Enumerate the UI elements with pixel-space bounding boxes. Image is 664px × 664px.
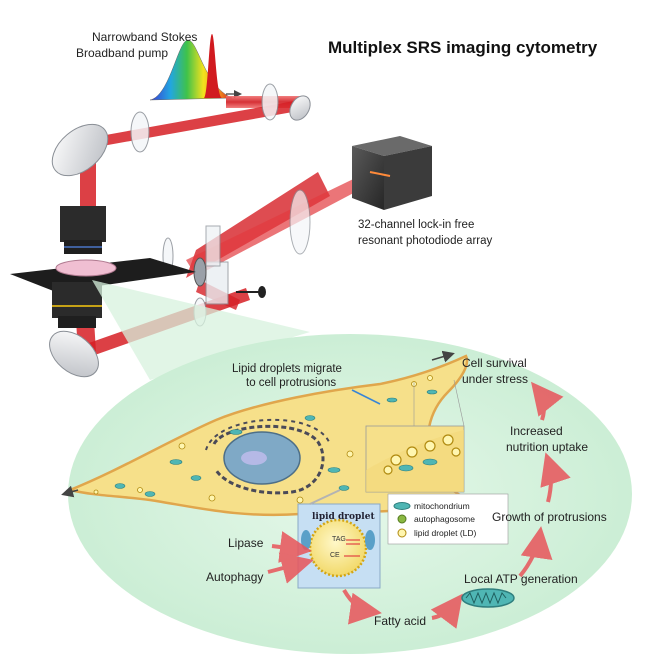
lens — [261, 83, 279, 121]
mirror — [49, 330, 99, 378]
arrow-autophagy — [267, 552, 314, 584]
nucleolus — [241, 451, 267, 465]
protrusion-droplets — [383, 434, 461, 475]
arrow-to-survival — [531, 381, 564, 421]
fatty-acid-label: Fatty acid — [374, 614, 427, 628]
legend-box — [387, 493, 509, 545]
upper-objective — [60, 206, 106, 242]
pump-label: Broadband pump — [76, 46, 169, 60]
autophagy-label: Autophagy — [206, 570, 264, 584]
lipase-label: Lipase — [228, 536, 264, 550]
arrow-to-mito — [430, 593, 463, 629]
nutrition-label-line1: Increased — [510, 424, 563, 438]
lipid-droplet-detail — [308, 518, 368, 578]
migrate-label-line1: Lipid droplets migrate — [232, 363, 342, 375]
narrowband-stokes-spectrum — [204, 34, 222, 98]
array-label-line2: resonant photodiode array — [358, 235, 493, 247]
grating — [205, 261, 229, 305]
page-title: Multiplex SRS imaging cytometry — [328, 38, 598, 57]
atp-label: Local ATP generation — [464, 572, 578, 586]
sample-dish — [55, 259, 117, 277]
arrow-to-fatty-acid — [342, 588, 382, 625]
nutrition-label-line2: nutrition uptake — [506, 440, 589, 454]
arrow-lipase — [271, 531, 312, 563]
legend-lipid-droplet: lipid droplet (LD) — [414, 528, 477, 538]
lens — [289, 189, 311, 255]
cell-lipid-droplets — [93, 375, 433, 504]
migrate-pointer — [351, 389, 381, 405]
stokes-label: Narrowband Stokes — [92, 30, 198, 44]
er-membrane — [212, 424, 325, 495]
beam-segment — [186, 168, 382, 276]
ld-legend-icon — [397, 528, 407, 538]
mirror — [51, 123, 109, 177]
photodiode-array-box-top — [352, 136, 432, 156]
legend-autophagosome: autophagosome — [414, 514, 475, 524]
survival-label-line1: Cell survival — [462, 356, 527, 370]
lens — [130, 111, 150, 153]
mitochondria-group — [114, 389, 438, 497]
survival-label-line2: under stress — [462, 372, 529, 386]
photodiode-array-box-front — [352, 146, 384, 210]
legend-mitochondrium: mitochondrium — [414, 501, 470, 511]
ce-label: CE — [330, 552, 340, 559]
lipid-droplet-title: lipid droplet — [312, 512, 375, 522]
arrow-to-nutrition — [540, 452, 571, 503]
pathway-arrows — [267, 381, 571, 629]
zoom-callout — [92, 280, 310, 380]
photodiode-array-box-side — [384, 146, 432, 210]
lower-objective — [52, 282, 102, 318]
tag-label: TAG — [332, 536, 346, 543]
mito-legend-icon — [393, 502, 411, 510]
migrate-label-line2: to cell protrusions — [246, 377, 337, 389]
beam-splitter — [205, 225, 221, 267]
growth-label: Growth of protrusions — [492, 510, 607, 524]
mirror — [289, 95, 311, 121]
autophagosome-legend-icon — [397, 514, 407, 524]
arrow-to-growth — [518, 526, 553, 578]
array-label-line1: 32-channel lock-in free — [358, 219, 475, 231]
